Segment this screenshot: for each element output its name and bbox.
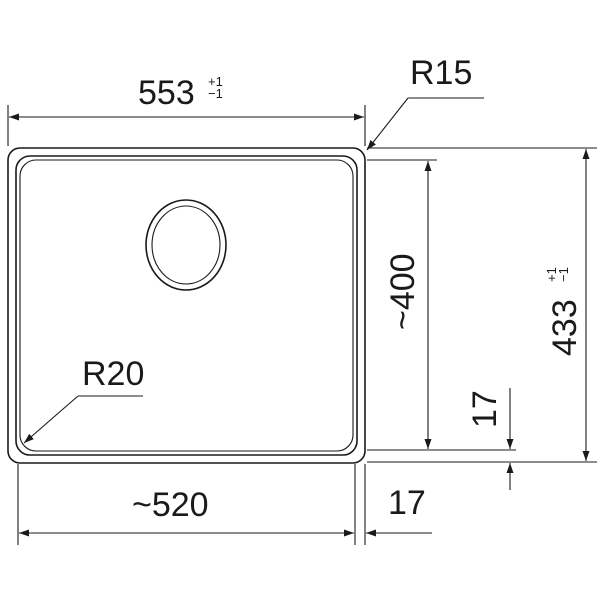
r15-label: R15 (410, 54, 472, 92)
height-inner-label: ~400 (384, 253, 422, 330)
r20-label: R20 (82, 355, 144, 393)
width-main-label: 553 (138, 74, 195, 112)
rim-bottom-label: 17 (466, 390, 504, 428)
drain-outer (145, 199, 227, 291)
height-main-tol-minus: −1 (556, 267, 571, 282)
height-main-label: 433 (546, 299, 584, 356)
drain-inner (151, 205, 221, 285)
sink-basin-edge (19, 159, 354, 452)
r20-leader-arrow (23, 395, 79, 444)
width-main-tol-plus: +1 (208, 74, 223, 89)
rim-right-label: 17 (388, 484, 426, 522)
r15-leader-arrow (366, 97, 409, 151)
height-main-tol-plus: +1 (544, 267, 559, 282)
sink-inner-outline (15, 155, 358, 456)
width-inner-label: ~520 (132, 486, 209, 524)
sink-outer-outline (7, 147, 366, 464)
width-main-tol-minus: −1 (208, 86, 223, 101)
